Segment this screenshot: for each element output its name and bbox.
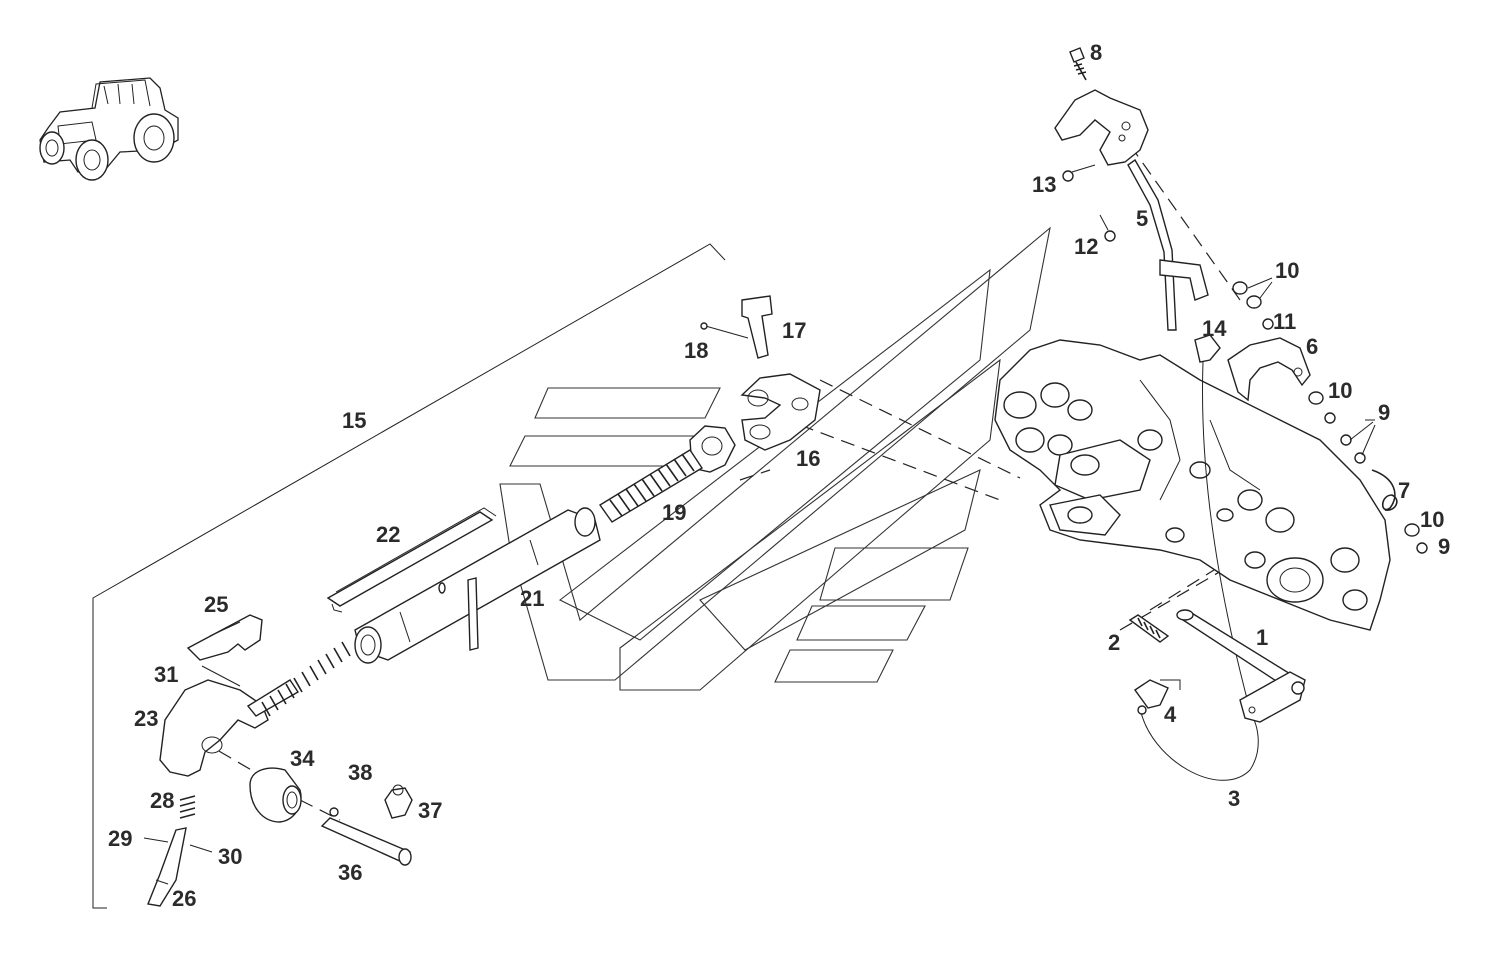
washers-10-top [1232,277,1274,330]
rod-26 [147,827,187,907]
label-8: 8 [1090,40,1102,65]
yoke-16 [740,373,821,451]
handle-22 [326,507,497,613]
label-9a: 9 [1378,400,1390,425]
label-7: 7 [1398,478,1410,503]
label-34: 34 [290,746,315,771]
spring-pin-2 [1128,614,1170,643]
label-23: 23 [134,706,158,731]
label-12: 12 [1074,234,1098,259]
label-21: 21 [520,586,544,611]
label-26: 26 [172,886,196,911]
pin-18 [700,322,749,339]
assembly-bracket-15 [92,243,726,909]
label-10c: 10 [1420,507,1444,532]
part-labels: 1 2 3 4 5 6 7 8 9 9 10 10 10 11 12 13 14… [108,40,1450,911]
nut-13 [1062,164,1096,182]
label-15: 15 [342,408,366,433]
bolt-8 [1069,47,1087,81]
label-6: 6 [1306,334,1318,359]
nut-12 [1099,214,1116,242]
latch-plate-25 [186,614,263,661]
label-17: 17 [782,318,806,343]
label-22: 22 [376,522,400,547]
label-16: 16 [796,446,820,471]
label-25: 25 [204,592,228,617]
hook-end-23 [159,641,351,777]
watermark-shapes [499,226,1051,691]
pin-29 [143,837,169,843]
tractor-icon [39,77,179,181]
label-5: 5 [1136,206,1148,231]
label-18: 18 [684,338,708,363]
label-31: 31 [154,662,178,687]
lever-rod-5 [1127,158,1209,331]
spring-28 [179,795,196,819]
pin-30 [189,844,213,853]
pin-1 [1176,609,1306,723]
label-19: 19 [662,500,686,525]
label-13: 13 [1032,172,1056,197]
label-10b: 10 [1328,378,1352,403]
label-1: 1 [1256,625,1268,650]
pin-36 [320,807,412,866]
clip-14 [1194,334,1221,363]
label-10a: 10 [1275,258,1299,283]
plate-6 [1227,337,1311,402]
label-29: 29 [108,826,132,851]
eye-rod-19 [598,425,736,523]
lynch-pin-4 [1134,679,1181,715]
label-37: 37 [418,798,442,823]
label-30: 30 [218,844,242,869]
pin-31 [201,665,241,687]
pin-17 [741,295,773,359]
label-4: 4 [1164,702,1177,727]
latch-hook [1054,89,1149,166]
ball-34 [249,767,302,823]
label-2: 2 [1108,630,1120,655]
label-9b: 9 [1438,534,1450,559]
label-36: 36 [338,860,362,885]
label-38: 38 [348,760,372,785]
tube-21 [354,507,601,664]
label-3: 3 [1228,786,1240,811]
label-28: 28 [150,788,174,813]
hitch-housing [994,339,1391,631]
lynch-pin-37 [384,784,413,819]
label-11: 11 [1273,309,1296,334]
label-14: 14 [1202,316,1227,341]
hardware-9-10-7 [1308,391,1428,554]
